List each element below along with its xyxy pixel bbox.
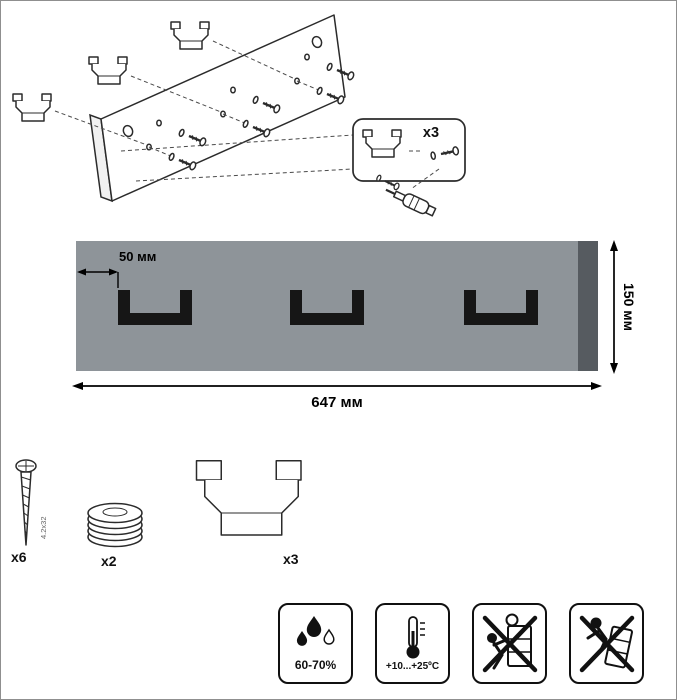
wall-hook (118, 290, 192, 325)
screw-count-label: x6 (11, 549, 27, 565)
exploded-view-illustration: x3 (12, 14, 466, 217)
mounting-board (89, 14, 346, 203)
no-climbing-box (472, 603, 547, 684)
hanger-panel (76, 241, 598, 371)
hanging-hole (311, 35, 323, 49)
screwdriver-icon (385, 188, 437, 217)
detail-callout-box: x3 (352, 118, 466, 182)
height-dimension-label: 150 мм (621, 283, 637, 331)
screw-part-icon (15, 459, 37, 546)
height-dimension-arrow (610, 240, 618, 374)
callout-to-driver-line (410, 168, 440, 190)
care-pictogram-row: 60-70% +10...+25ºC (278, 603, 644, 684)
screw-holes (146, 53, 310, 151)
no-climbing-icon (482, 613, 537, 672)
hook-part-icon (171, 456, 341, 554)
thermometer-icon (406, 616, 425, 659)
temperature-box: +10...+25ºC (375, 603, 450, 684)
leader-lines (54, 40, 354, 182)
hook-offset-dimension-arrow (77, 268, 119, 288)
water-drops-icon (296, 615, 335, 646)
width-dimension: 647 мм (71, 378, 603, 411)
hanging-hole (122, 124, 134, 138)
humidity-label: 60-70% (294, 657, 337, 672)
humidity-box: 60-70% (278, 603, 353, 684)
width-dimension-label: 647 мм (311, 394, 363, 411)
width-dimension-arrow (72, 382, 602, 390)
hook-offset-dimension-label: 50 мм (119, 249, 157, 264)
wall-hook (464, 290, 538, 325)
no-sitting-box (569, 603, 644, 684)
washers-part-icon (87, 502, 143, 548)
hook-count-label: x3 (283, 551, 299, 567)
washer-count-label: x2 (101, 553, 117, 569)
wall-hook (290, 290, 364, 325)
temperature-label: +10...+25ºC (385, 661, 440, 672)
screw-size-label: 4.2x32 (39, 516, 48, 539)
no-sitting-icon (579, 615, 634, 672)
height-dimension: 150 мм (621, 239, 637, 375)
panel-side-edge (578, 241, 598, 371)
callout-count-label: x3 (423, 125, 439, 141)
